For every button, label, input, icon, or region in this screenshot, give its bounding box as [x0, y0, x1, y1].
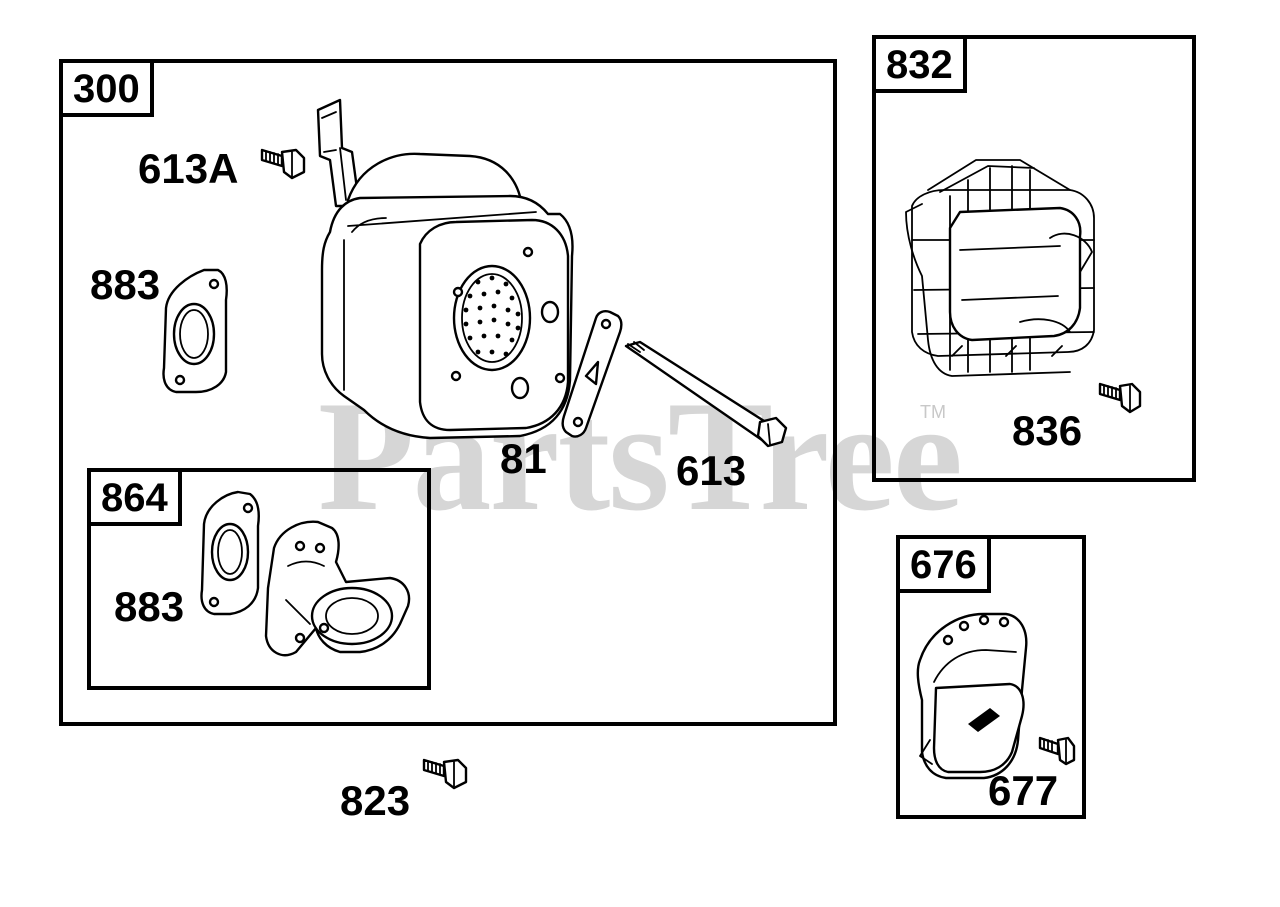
group-tag-832: 832 [872, 35, 967, 93]
group-tag-676: 676 [896, 535, 991, 593]
screw-836[interactable] [1098, 382, 1142, 414]
exhaust-adapter[interactable] [264, 520, 411, 657]
callout-883-lower[interactable]: 883 [114, 583, 185, 630]
callout-81[interactable]: 81 [500, 435, 547, 482]
group-tag-864: 864 [87, 468, 182, 526]
callout-613[interactable]: 613 [676, 447, 747, 494]
group-box-300[interactable]: 300 [59, 59, 837, 726]
callout-883-upper[interactable]: 883 [90, 261, 161, 308]
muffler-guard[interactable] [905, 159, 1095, 377]
group-box-676[interactable]: 676 [896, 535, 1086, 819]
lock-plate-81[interactable] [561, 310, 623, 438]
group-box-832[interactable]: 832 [872, 35, 1196, 482]
gasket-883-lower[interactable] [200, 490, 260, 616]
gasket-883-upper[interactable] [162, 268, 228, 394]
watermark-trademark: TM [920, 402, 946, 422]
group-tag-300: 300 [59, 59, 154, 117]
callout-823[interactable]: 823 [340, 777, 411, 824]
screw-677[interactable] [1038, 736, 1076, 766]
muffler[interactable] [320, 152, 574, 440]
callout-836[interactable]: 836 [1012, 407, 1083, 454]
exhaust-deflector[interactable] [916, 612, 1028, 780]
callout-677[interactable]: 677 [988, 767, 1059, 814]
screw-823[interactable] [422, 758, 468, 790]
group-box-864[interactable]: 864 [87, 468, 431, 690]
stud-613[interactable] [624, 340, 788, 448]
callout-613a[interactable]: 613A [138, 145, 239, 192]
bolt-613a[interactable] [260, 148, 306, 180]
